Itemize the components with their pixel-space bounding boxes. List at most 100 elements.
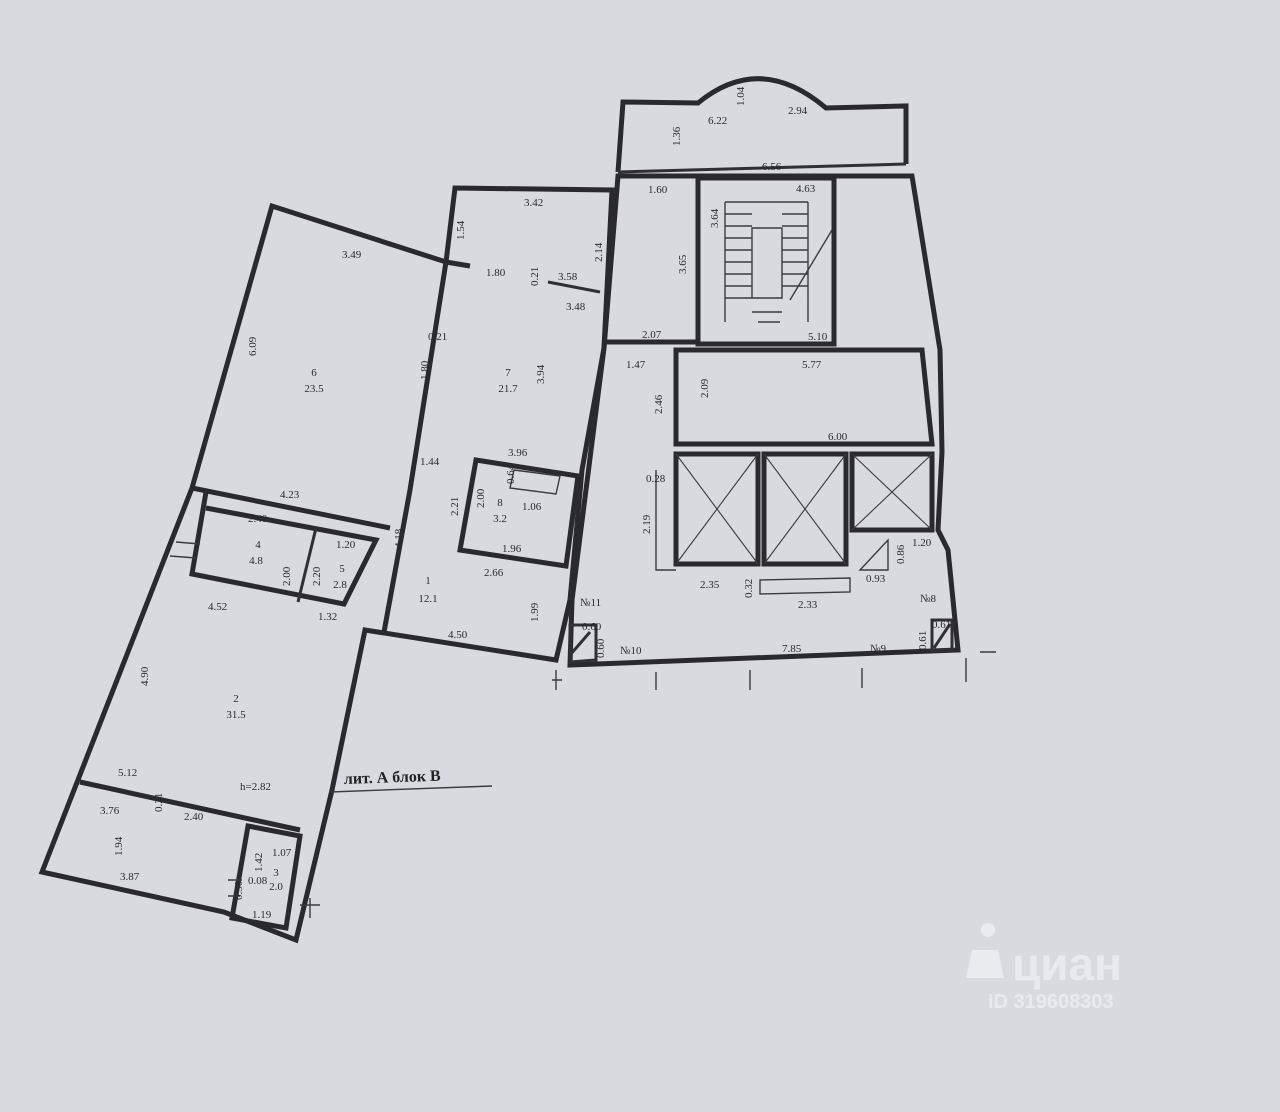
- dim-label: 2.00: [475, 488, 487, 508]
- right-block-outline: [567, 173, 961, 668]
- dim-label: 3.76: [100, 805, 120, 817]
- dim-label: 1.20: [912, 537, 932, 549]
- wall-6-bottom: [191, 485, 391, 531]
- dimensions-apartment: 3.42 1.54 2.14 1.80 0.21 3.58 3.48 0.21 …: [100, 197, 605, 921]
- dim-label: 2.19: [641, 514, 653, 534]
- dim-label: 0.08: [248, 875, 268, 887]
- dim-label: 1.80: [486, 267, 506, 279]
- dim-label: 1.54: [455, 220, 467, 240]
- room-number-label: 7: [505, 367, 511, 379]
- space-number-label: №11: [580, 597, 601, 609]
- dim-label: 1.44: [420, 456, 440, 468]
- dim-label: 4.52: [208, 601, 227, 613]
- space-number-label: №8: [920, 593, 936, 605]
- niche-10: [568, 623, 598, 664]
- dim-label: 0.21: [153, 793, 165, 812]
- cian-watermark: циан ID 319608303: [966, 923, 1122, 1013]
- dim-label: 0.28: [646, 473, 666, 485]
- dim-label: 0.21: [529, 267, 541, 286]
- dim-label: 1.94: [113, 836, 125, 856]
- axis-ticks: [552, 651, 996, 690]
- dim-label: 1.04: [735, 86, 747, 106]
- dim-label: 3.96: [508, 447, 528, 459]
- room-number-label: 1: [425, 575, 431, 587]
- dim-label: 2.14: [593, 242, 605, 262]
- room-area-label: 4.8: [249, 555, 263, 567]
- dim-label: 3.94: [535, 364, 547, 384]
- room-area-label: 12.1: [418, 593, 437, 605]
- dim-label: 2.09: [699, 378, 711, 398]
- entry-tick: [300, 898, 320, 918]
- dim-label: 2.94: [788, 105, 808, 117]
- rooms-4-5-walls: [189, 491, 380, 607]
- dim-label: 1.80: [419, 360, 431, 380]
- balcony-sill: [617, 162, 907, 174]
- dim-label: 2.33: [798, 599, 818, 611]
- dim-label: 3.49: [342, 249, 362, 261]
- wall-4-5: [296, 527, 318, 603]
- dim-label: 6.56: [762, 161, 782, 173]
- room-3-walls: [229, 823, 303, 931]
- dim-label: 4.50: [448, 629, 468, 641]
- room-area-label: 31.5: [226, 709, 246, 721]
- dim-label: 0.61: [917, 631, 929, 650]
- room-8-walls: [457, 457, 581, 569]
- dim-label: 6.00: [828, 431, 848, 443]
- room-number-label: 3: [273, 867, 279, 879]
- right-block: [567, 76, 961, 668]
- room-area-label: 23.5: [304, 383, 324, 395]
- dim-label: 6.09: [247, 336, 259, 356]
- dim-label: 5.12: [118, 767, 137, 779]
- dim-label: 1.42: [253, 853, 265, 872]
- height-note: h=2.82: [240, 781, 271, 793]
- dim-label: 2.40: [184, 811, 204, 823]
- small-shaft: [858, 538, 889, 571]
- dim-label: 1.99: [529, 602, 541, 622]
- lift-shaft-2: [761, 451, 849, 567]
- dim-label: 4.23: [280, 489, 300, 501]
- dim-label: 5.10: [808, 331, 828, 343]
- watermark-id: ID 319608303: [988, 991, 1114, 1013]
- dim-label: 3.48: [566, 301, 586, 313]
- stair-flights: [724, 201, 833, 323]
- door-4: [169, 541, 201, 559]
- balcony-wall: [615, 76, 909, 173]
- dim-label: 0.30: [233, 880, 245, 900]
- dim-label: 2.35: [700, 579, 720, 591]
- dim-label: 3.87: [120, 871, 140, 883]
- lift-shaft-3: [849, 451, 935, 533]
- room-3-door: [228, 879, 242, 897]
- dim-label: 5.77: [802, 359, 822, 371]
- dim-label: 2.21: [449, 497, 461, 516]
- caption-text: лит. А блок В: [344, 768, 442, 788]
- dimensions-right: 6.22 2.94 1.04 1.36 6.56 1.60 4.63 3.64 …: [580, 86, 951, 658]
- dim-label: 1.20: [336, 539, 356, 551]
- room-number-label: 2: [233, 693, 239, 705]
- corridor-wall: [673, 347, 935, 447]
- dim-label: 6.22: [708, 115, 727, 127]
- dim-label: 3.58: [558, 271, 578, 283]
- wall-6-7: [381, 261, 449, 633]
- room-8-fixture: [509, 469, 561, 495]
- dim-label: 2.46: [653, 394, 665, 414]
- dim-label: 0.61: [932, 619, 951, 631]
- room-area-label: 3.2: [493, 513, 507, 525]
- lift-threshold: [759, 577, 851, 595]
- lift-crosses: [675, 453, 933, 565]
- lift-shaft-1: [673, 451, 761, 567]
- space-number-label: №9: [870, 643, 886, 655]
- apartment-outline: [38, 185, 615, 944]
- dim-label: 7.85: [782, 643, 802, 655]
- space-number-label: №10: [620, 645, 642, 657]
- dim-label: 1.36: [671, 126, 683, 146]
- wall-7-stub: [547, 280, 601, 294]
- wall-2-bottom: [79, 779, 301, 833]
- dim-label: 1.60: [648, 184, 668, 196]
- dim-label: 3.42: [524, 197, 543, 209]
- niche-9: [930, 618, 954, 653]
- room-number-label: 8: [497, 497, 503, 509]
- dim-label: 1.07: [272, 847, 292, 859]
- room-labels: 6 23.5 7 21.7 8 3.2 4 4.8 5 2.8 1 12.1 2…: [226, 367, 518, 893]
- room-area-label: 2.8: [333, 579, 347, 591]
